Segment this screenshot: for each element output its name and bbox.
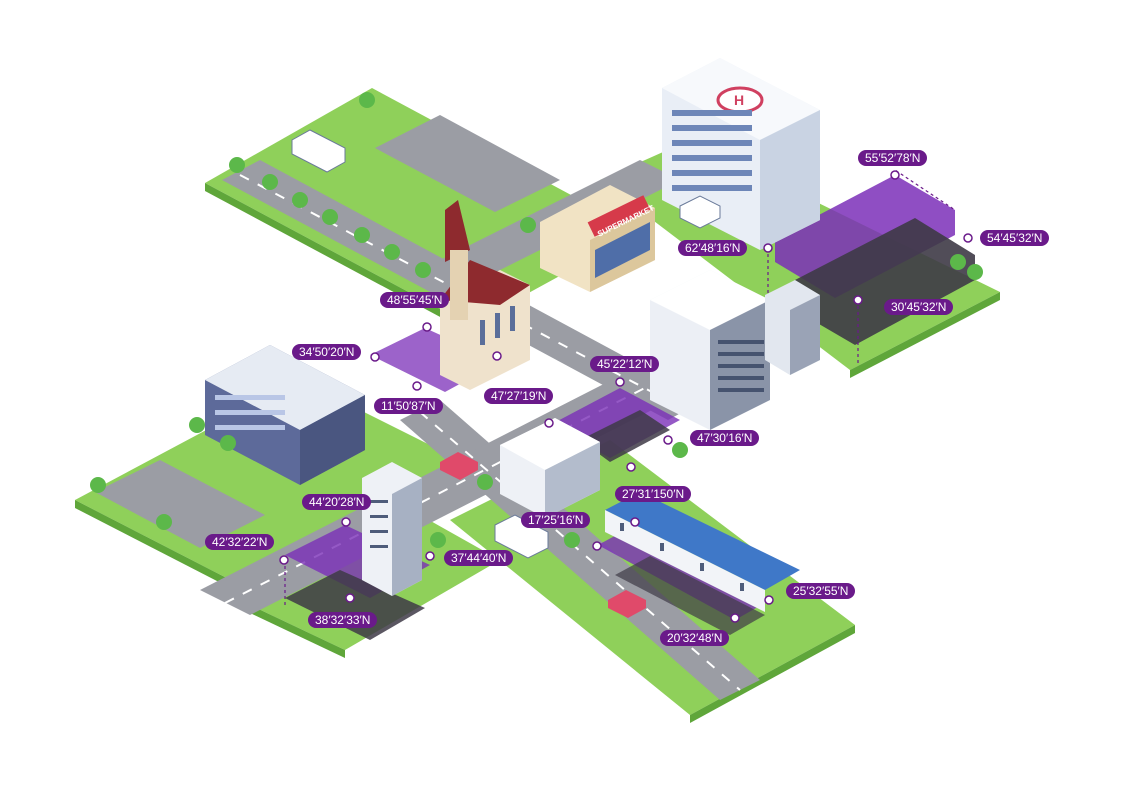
office-small-east [765, 280, 820, 375]
coordinate-label-c18: 20′32′48′N [660, 630, 730, 646]
parcel-southwest-dark [285, 570, 425, 640]
grass-block-west [75, 380, 480, 590]
tree [520, 217, 536, 233]
coordinate-label-c05: 48′55′45′N [380, 292, 450, 308]
office-tower-center [650, 270, 770, 430]
coordinate-label-c15: 37′44′40′N [444, 550, 514, 566]
coordinate-label-c11: 27′31′150′N [615, 486, 692, 502]
marker-c13 [544, 418, 554, 428]
tree [967, 264, 983, 280]
grass-edge-east [850, 292, 1000, 378]
road-marking-1 [239, 174, 691, 413]
marker-c01 [890, 170, 900, 180]
coordinate-label-c13: 17′25′16′N [521, 512, 591, 528]
marker-c08 [492, 351, 502, 361]
ambulance [679, 195, 721, 229]
vehicles [291, 129, 721, 618]
tree [950, 254, 966, 270]
parcel-east-dark [795, 218, 975, 345]
parking-lot-north [375, 115, 560, 212]
car-red-south [608, 590, 646, 618]
grass-edge-southeast [690, 625, 855, 723]
label-markers [279, 170, 973, 623]
tree [672, 442, 688, 458]
parcel-southeast-dark [615, 556, 765, 635]
car-red-center [440, 452, 478, 480]
supermarket-sign [587, 195, 651, 237]
coordinate-label-c03: 62′48′16′N [678, 240, 748, 256]
coordinate-label-c07: 11′50′87′N [374, 398, 443, 414]
marker-c02 [963, 233, 973, 243]
marker-c16 [764, 595, 774, 605]
church-building [440, 200, 530, 390]
tree [477, 474, 493, 490]
coordinate-label-c09: 45′22′12′N [590, 356, 660, 372]
tree [90, 477, 106, 493]
coordinate-label-c01: 55′52′78′N [858, 150, 928, 166]
tree [189, 417, 205, 433]
coordinate-label-c08: 47′27′19′N [484, 388, 554, 404]
tree [322, 209, 338, 225]
tree [359, 92, 375, 108]
tree [156, 514, 172, 530]
marker-c05 [422, 322, 432, 332]
school-building [205, 345, 365, 485]
marker-c17 [345, 593, 355, 603]
coordinate-label-c02: 54′45′32′N [980, 230, 1050, 246]
houses-southeast [605, 492, 800, 612]
supermarket-building: SUPERMARKET [540, 185, 656, 292]
trees [90, 92, 983, 548]
tree [229, 157, 245, 173]
marker-c06 [370, 352, 380, 362]
marker-c09 [615, 377, 625, 387]
grass-edge-southwest [250, 605, 345, 658]
parcel-center-dark [580, 410, 670, 462]
marker-c12 [341, 517, 351, 527]
tree [564, 532, 580, 548]
marker-c19 [592, 541, 602, 551]
marker-c03 [763, 243, 773, 253]
helipad-letter: H [734, 92, 744, 108]
marker-c15 [425, 551, 435, 561]
marker-c20 [630, 517, 640, 527]
marker-c14 [279, 555, 289, 565]
coordinate-label-c16: 25′32′55′N [786, 583, 856, 599]
grass-edge-west [75, 500, 250, 598]
coordinate-label-c14: 42′32′22′N [205, 534, 275, 550]
tree [220, 435, 236, 451]
tree [262, 174, 278, 190]
tree [430, 532, 446, 548]
coordinate-label-c06: 34′50′20′N [292, 344, 362, 360]
marker-c18 [730, 613, 740, 623]
marker-c11 [626, 462, 636, 472]
bus-north [291, 129, 346, 173]
coordinate-label-c10: 47′30′16′N [690, 430, 760, 446]
coordinate-label-c04: 30′45′32′N [884, 299, 954, 315]
tree [415, 262, 431, 278]
marker-c10 [663, 435, 673, 445]
marker-c07 [412, 381, 422, 391]
tree [384, 244, 400, 260]
office-tower-southwest [362, 462, 422, 596]
coordinate-label-c17: 38′32′33′N [308, 612, 378, 628]
office-low-center [500, 418, 600, 518]
parking-lot-west [95, 460, 265, 548]
marker-c04 [853, 295, 863, 305]
tree [292, 192, 308, 208]
tree [354, 227, 370, 243]
coordinate-label-c12: 44′20′28′N [302, 494, 372, 510]
